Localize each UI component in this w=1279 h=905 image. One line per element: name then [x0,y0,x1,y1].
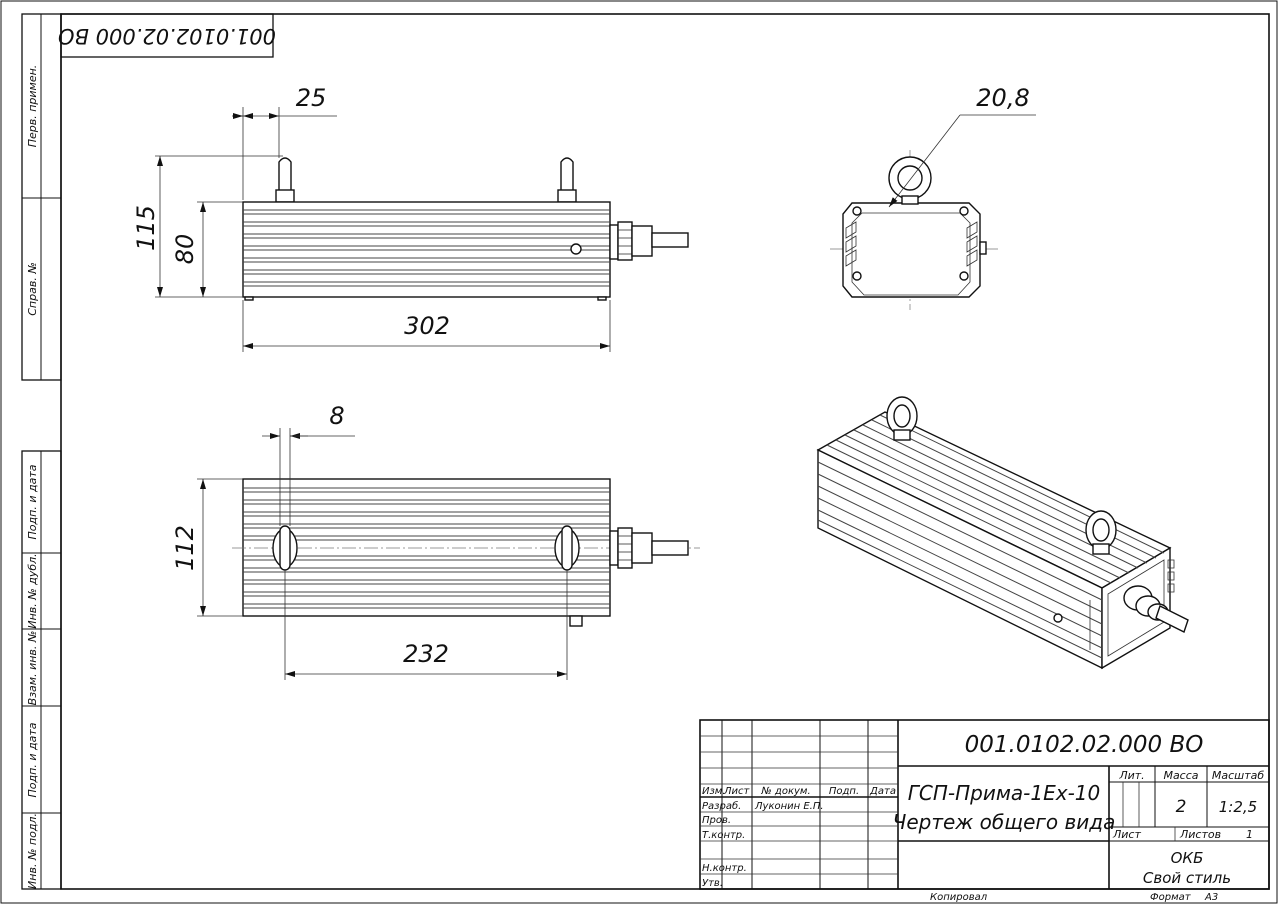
iso-eyebolt-1 [886,396,918,441]
tb-doc-name: Чертеж общего вида [893,810,1116,834]
side-label-podp-data-2: Подп. и дата [26,722,39,797]
tb-header-data: Дата [869,786,896,797]
top-cable-gland [609,527,689,569]
front-ribs [243,209,610,287]
iso-side-ribs [817,461,1103,659]
side-label-vzam-inv: Взам. инв. № [26,631,39,706]
tb-listov-value: 1 [1246,828,1253,841]
tb-lit-label: Лит. [1118,769,1144,782]
tb-razrab-name: Луконин Е.П. [754,801,824,812]
side-label-podp-data-1: Подп. и дата [26,464,39,539]
dim-front-length: 302 [404,312,450,340]
dim-top-offset: 8 [329,402,344,430]
top-ribs [243,487,610,609]
front-screw [570,243,582,255]
tb-masshtab-label: Масштаб [1212,769,1264,782]
footer-format-value: А3 [1204,892,1218,903]
tb-role-tkontr: Т.контр. [702,830,745,841]
side-label-perv-primen: Перв. примен. [26,65,39,148]
footer-kopiroval: Копировал [930,892,988,903]
top-view: 8 112 232 [171,402,700,680]
tb-masshtab-value: 1:2,5 [1219,798,1257,816]
tb-header-n-dokum: № докум. [760,786,810,797]
tb-product-name: ГСП-Прима-1Ex-10 [908,781,1101,805]
end-view: 20,8 [830,84,1036,310]
dim-front-height-total: 115 [132,205,160,251]
side-label-inv-dubl: Инв. № дубл. [26,553,39,628]
footer-format-label: Формат [1150,892,1192,903]
tb-massa-value: 2 [1176,797,1187,817]
tb-massa-label: Масса [1163,769,1198,782]
side-label-sprav-no: Справ. № [26,262,39,316]
front-view: 25 115 80 302 [132,84,689,352]
tb-role-nkontr: Н.контр. [702,863,747,874]
iso-cable-gland [1123,585,1189,633]
front-eyebolt-right [557,157,577,203]
top-eyebolt-right [554,525,580,571]
side-label-inv-podl: Инв. № подл. [26,813,39,889]
rotated-doc-code-box: 001.0102.02.000 ВО [58,13,276,58]
tb-list-label: Лист [1112,828,1141,841]
tb-org-line2: Свой стиль [1143,869,1231,887]
iso-eyebolt-2 [1085,510,1117,555]
side-strip: Перв. примен. Справ. № Подп. и дата Инв.… [21,13,62,890]
tb-header-list: Лист [723,786,751,797]
isometric-view [816,396,1189,670]
tb-doc-code: 001.0102.02.000 ВО [965,732,1204,758]
tb-header-izm: Изм. [702,786,726,797]
tb-listov-label: Листов [1179,828,1221,841]
tb-org-line1: ОКБ [1171,849,1204,867]
tb-role-prov: Пров. [702,815,731,826]
tb-header-podp: Подп. [829,786,859,797]
title-block: Изм. Лист № докум. Подп. Дата Разраб. Лу… [699,719,1270,890]
tb-role-razrab: Разраб. [702,800,741,812]
tb-role-utv: Утв. [702,878,723,889]
top-eyebolt-left [272,525,298,571]
dim-front-height-body: 80 [171,234,199,265]
rotated-doc-code: 001.0102.02.000 ВО [58,24,276,48]
dim-front-offset: 25 [296,84,327,112]
dim-end-diameter: 20,8 [976,84,1029,112]
top-body [242,478,611,617]
dim-top-width: 112 [171,525,199,571]
dim-top-spacing: 232 [403,640,449,668]
front-cable-gland [609,221,689,261]
front-eyebolt-left [275,157,295,203]
